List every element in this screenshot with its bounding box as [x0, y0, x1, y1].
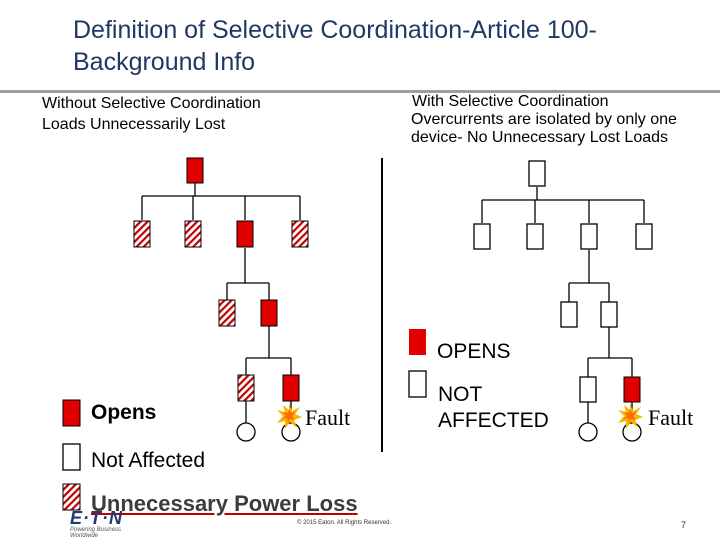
- copyright-notice: © 2015 Eaton. All Rights Reserved.: [297, 520, 392, 526]
- right-feeder-1-not-affected: [473, 223, 491, 250]
- legend-opens-label: Opens: [91, 401, 157, 424]
- callout-opens-swatch: [409, 329, 426, 355]
- left-branch-1-unnecessary: [218, 299, 236, 327]
- left-load-2-opens: [282, 374, 300, 402]
- left-main-device-opens: [186, 157, 204, 184]
- right-load-1-not-affected: [579, 376, 597, 403]
- eaton-logo: E·T·N Powering Business Worldwide: [70, 508, 150, 539]
- right-main-device-not-affected: [528, 160, 546, 187]
- left-heading: Without Selective Coordination Loads Unn…: [42, 93, 261, 135]
- left-branch-2-opens: [260, 299, 278, 327]
- right-fault-label: Fault: [648, 405, 694, 430]
- right-feeder-4-not-affected: [635, 223, 653, 250]
- left-feeder-3-opens: [236, 220, 254, 248]
- left-feeder-1-unnecessary: [133, 220, 151, 248]
- slide-title: Definition of Selective Coordination-Art…: [73, 16, 597, 76]
- legend-not-affected-swatch: [62, 443, 81, 471]
- right-heading-line2: Overcurrents are isolated by only one: [411, 111, 677, 128]
- left-loads: [236, 422, 301, 442]
- left-load-1-unnecessary: [237, 374, 255, 402]
- page-number: 7: [681, 520, 687, 530]
- left-feeder-2-unnecessary: [184, 220, 202, 248]
- right-load-circle-1: [578, 422, 598, 442]
- left-load-circle-2: [281, 422, 301, 442]
- right-tree-wires: [481, 187, 645, 423]
- left-load-circle-1: [236, 422, 256, 442]
- right-heading-line1: With Selective Coordination: [412, 93, 609, 110]
- right-feeder-2-not-affected: [526, 223, 544, 250]
- right-branch-1-not-affected: [560, 301, 578, 328]
- title-divider: [0, 90, 720, 93]
- eaton-logo-word: E·T·N: [70, 508, 123, 528]
- callout-not-affected-swatch: [408, 370, 427, 398]
- right-load-circle-2: [622, 422, 642, 442]
- left-fault-label: Fault: [305, 405, 351, 430]
- callout-opens-label: OPENS: [437, 340, 511, 363]
- callout-not-affected-line1: NOT: [438, 383, 483, 406]
- callout-not-affected-label: NOT AFFECTED: [438, 382, 549, 434]
- right-loads: [578, 422, 642, 442]
- right-feeder-3-not-affected: [580, 223, 598, 250]
- callout-not-affected-line2: AFFECTED: [438, 409, 549, 432]
- left-heading-line2: Loads Unnecessarily Lost: [42, 116, 226, 133]
- right-branch-2-not-affected: [600, 301, 618, 328]
- left-tree-devices: [133, 157, 309, 402]
- legend-opens-swatch: [62, 399, 81, 427]
- right-heading-line3: device- No Unnecessary Lost Loads: [411, 129, 669, 146]
- right-tree-devices: [473, 160, 653, 403]
- legend-unnecessary-label: Unnecessary Power Loss: [91, 491, 358, 516]
- left-heading-line1: Without Selective Coordination: [42, 95, 261, 112]
- right-heading: With Selective Coordination Overcurrents…: [411, 93, 677, 147]
- right-load-2-opens: [623, 376, 641, 403]
- legend-not-affected-label: Not Affected: [91, 449, 206, 472]
- legend-unnecessary-swatch: [62, 483, 81, 511]
- left-feeder-4-unnecessary: [291, 220, 309, 248]
- eaton-logo-tagline: Powering Business Worldwide: [70, 527, 122, 539]
